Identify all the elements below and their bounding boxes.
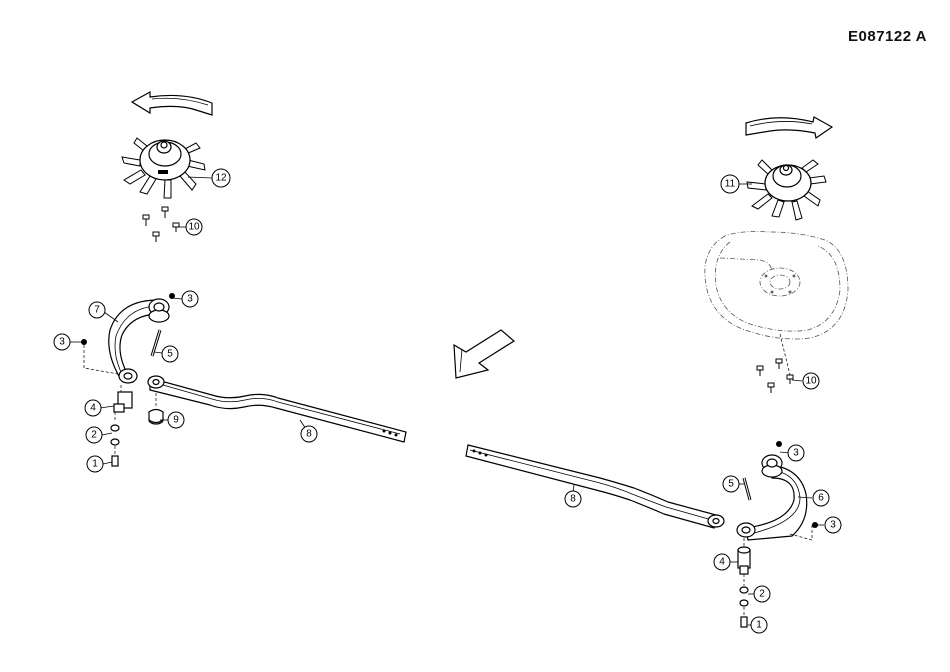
nut-right-top	[776, 441, 782, 447]
bolts-left-hub	[143, 207, 179, 242]
rotation-arrow-left	[132, 92, 212, 115]
callout-right-3-top: 3	[788, 445, 804, 461]
callout-left-7: 7	[89, 302, 105, 318]
svg-text:9: 9	[173, 415, 179, 426]
rod-left	[148, 376, 406, 442]
svg-text:5: 5	[167, 349, 173, 360]
svg-text:4: 4	[90, 403, 96, 414]
bolt-right	[741, 617, 747, 627]
bolt-left	[112, 456, 118, 466]
spiked-hub-left	[122, 138, 205, 198]
svg-text:3: 3	[59, 337, 65, 348]
rotation-arrow-right	[746, 117, 832, 138]
callout-right-11: 11	[721, 175, 739, 193]
callout-right-5: 5	[723, 476, 739, 492]
fitting-right	[738, 547, 750, 574]
callout-right-8: 8	[565, 491, 581, 507]
svg-text:3: 3	[187, 294, 193, 305]
direction-arrow	[454, 330, 514, 378]
rod-right	[466, 445, 724, 528]
svg-text:2: 2	[91, 430, 97, 441]
pin-right	[744, 478, 750, 500]
svg-text:3: 3	[793, 448, 799, 459]
callout-left-2: 2	[86, 427, 102, 443]
callout-left-5: 5	[162, 346, 178, 362]
washers-left	[111, 425, 119, 445]
washers-right	[740, 587, 748, 606]
callout-left-9: 9	[168, 412, 184, 428]
svg-text:10: 10	[805, 376, 817, 387]
svg-text:1: 1	[92, 459, 98, 470]
svg-text:7: 7	[94, 305, 100, 316]
svg-text:8: 8	[570, 494, 576, 505]
callout-left-8: 8	[301, 426, 317, 442]
callout-left-3-side: 3	[54, 334, 70, 350]
spiked-hub-right	[747, 160, 826, 220]
svg-text:6: 6	[818, 493, 824, 504]
svg-text:1: 1	[756, 620, 762, 631]
callout-left-10: 10	[186, 219, 202, 235]
svg-text:11: 11	[725, 179, 736, 190]
svg-text:8: 8	[306, 429, 312, 440]
callout-right-3-side: 3	[825, 517, 841, 533]
callout-right-4: 4	[714, 554, 730, 570]
curved-bracket-left	[109, 299, 169, 383]
svg-text:2: 2	[759, 589, 765, 600]
svg-text:4: 4	[719, 557, 725, 568]
callout-left-12: 12	[212, 169, 230, 187]
callout-left-1: 1	[87, 456, 103, 472]
svg-text:3: 3	[830, 520, 836, 531]
plate-outline-right	[705, 232, 848, 376]
callout-right-2: 2	[754, 586, 770, 602]
callout-left-4: 4	[85, 400, 101, 416]
curved-bracket-right	[737, 455, 807, 540]
svg-text:12: 12	[215, 173, 227, 184]
svg-text:10: 10	[188, 222, 200, 233]
fitting-left	[114, 392, 132, 412]
callout-right-10: 10	[803, 373, 819, 389]
bushing-left	[149, 410, 163, 425]
callout-left-3-top: 3	[182, 291, 198, 307]
callout-right-1: 1	[751, 617, 767, 633]
callout-right-6: 6	[813, 490, 829, 506]
svg-text:5: 5	[728, 479, 734, 490]
